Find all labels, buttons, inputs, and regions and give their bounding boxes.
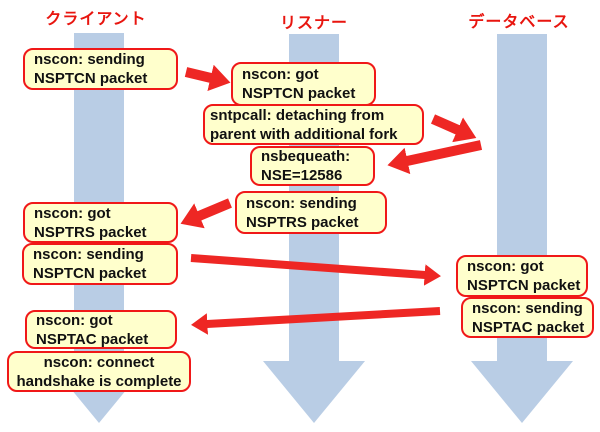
box-client-got-nsptrs: nscon: got NSPTRS packet bbox=[23, 202, 178, 243]
box-database-sending-nsptac: nscon: sending NSPTAC packet bbox=[461, 297, 594, 338]
box-line: NSPTCN packet bbox=[34, 70, 148, 87]
column-header-listener: リスナー bbox=[279, 15, 348, 32]
box-line: NSPTCN packet bbox=[33, 265, 147, 282]
column-header-client: クライアント bbox=[45, 11, 147, 28]
database-lane-arrowhead-icon bbox=[471, 361, 573, 423]
box-line: nsbequeath: bbox=[261, 148, 351, 165]
box-listener-nsbequeath: nsbequeath: NSE=12586 bbox=[250, 146, 375, 186]
box-line: nscon: sending bbox=[33, 246, 144, 263]
box-listener-sending-nsptrs: nscon: sending NSPTRS packet bbox=[235, 191, 387, 234]
box-line: NSPTAC packet bbox=[36, 330, 149, 348]
box-line: NSPTCN packet bbox=[242, 85, 356, 102]
box-client-sending-nsptcn-2: nscon: sending NSPTCN packet bbox=[22, 243, 178, 285]
box-line: parent with additional fork bbox=[210, 125, 398, 143]
listener-lane-arrowhead-icon bbox=[263, 361, 365, 423]
box-listener-got-nsptcn: nscon: got NSPTCN packet bbox=[231, 62, 376, 106]
box-database-got-nsptcn: nscon: got NSPTCN packet bbox=[456, 255, 588, 297]
box-line: nscon: got bbox=[467, 258, 544, 275]
box-line: handshake is complete bbox=[16, 372, 182, 390]
box-line: nscon: sending bbox=[34, 51, 145, 68]
box-line: NSE=12586 bbox=[261, 167, 343, 184]
box-client-sending-nsptcn: nscon: sending NSPTCN packet bbox=[23, 48, 178, 90]
box-line: NSPTRS packet bbox=[246, 213, 359, 231]
box-line: NSPTAC packet bbox=[472, 318, 585, 336]
box-line: nscon: got bbox=[242, 66, 319, 83]
database-lane-arrow bbox=[471, 34, 573, 423]
column-header-database: データベース bbox=[468, 14, 570, 31]
box-line: nscon: sending bbox=[246, 194, 357, 212]
box-line: sntpcall: detaching from bbox=[210, 106, 385, 124]
box-line: NSPTRS packet bbox=[34, 223, 147, 241]
box-line: NSPTCN packet bbox=[467, 277, 581, 294]
box-line: nscon: got bbox=[36, 311, 113, 329]
box-line: nscon: connect bbox=[43, 353, 155, 371]
box-client-got-nsptac: nscon: got NSPTAC packet bbox=[25, 310, 177, 349]
box-line: nscon: sending bbox=[472, 299, 583, 317]
box-line: nscon: got bbox=[34, 204, 111, 222]
box-listener-sntpcall-detaching: sntpcall: detaching from parent with add… bbox=[203, 104, 424, 145]
box-client-handshake-complete: nscon: connect handshake is complete bbox=[7, 351, 191, 392]
